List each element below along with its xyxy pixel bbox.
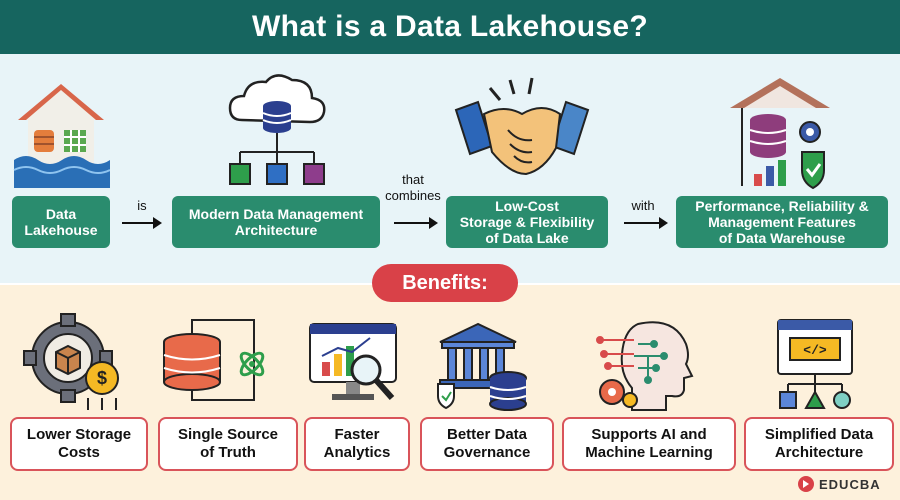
benefit-label: Simplified Data Architecture: [764, 426, 874, 461]
architecture-icon: </>: [777, 319, 853, 409]
benefit-label: Single Source of Truth: [177, 426, 279, 461]
analytics-monitor-icon: [309, 323, 397, 400]
data-warehouse-icon: [730, 78, 830, 190]
benefit-label: Faster Analytics: [323, 426, 391, 461]
benefit-lower-storage-costs: Lower Storage Costs: [10, 417, 148, 471]
flow-node-label: Modern Data Management Architecture: [188, 206, 364, 238]
benefit-label: Better Data Governance: [443, 426, 531, 461]
ai-head-icon: [596, 321, 694, 411]
brand-name: EDUCBA: [819, 476, 881, 492]
flow-node-data-warehouse: Performance, Reliability & Management Fe…: [676, 196, 888, 248]
single-source-icon: [163, 319, 265, 401]
svg-text:$: $: [97, 368, 107, 388]
benefit-faster-analytics: Faster Analytics: [304, 417, 410, 471]
flow-node-modern-architecture: Modern Data Management Architecture: [172, 196, 380, 248]
arrow-right-icon: [624, 217, 668, 229]
educba-logo-icon: [798, 476, 814, 492]
title-bar: What is a Data Lakehouse?: [0, 0, 900, 54]
benefit-ai-ml: Supports AI and Machine Learning: [562, 417, 736, 471]
svg-text:</>: </>: [803, 343, 827, 358]
benefits-heading: Benefits:: [372, 264, 518, 302]
benefit-label: Supports AI and Machine Learning: [585, 426, 713, 461]
connector-label-is: is: [137, 198, 147, 213]
page-title: What is a Data Lakehouse?: [252, 10, 648, 43]
flow-node-data-lakehouse: Data Lakehouse: [12, 196, 110, 248]
lakehouse-icon: [13, 84, 110, 188]
flow-node-label: Performance, Reliability & Management Fe…: [695, 198, 869, 246]
flow-node-label: Data Lakehouse: [24, 206, 98, 238]
educba-logo: EDUCBA: [797, 475, 881, 493]
cost-gear-icon: $: [23, 313, 119, 410]
connector-label-combines: that combines: [385, 172, 441, 203]
handshake-icon: [454, 77, 590, 176]
flow-node-data-lake: Low-Cost Storage & Flexibility of Data L…: [446, 196, 608, 248]
arrow-right-icon: [394, 217, 438, 229]
benefit-single-source: Single Source of Truth: [158, 417, 298, 471]
connector-label-with: with: [631, 198, 655, 213]
benefit-data-governance: Better Data Governance: [420, 417, 554, 471]
benefit-simplified-architecture: Simplified Data Architecture: [744, 417, 894, 471]
flow-node-label: Low-Cost Storage & Flexibility of Data L…: [459, 198, 595, 246]
cloud-database-icon: [228, 74, 326, 185]
benefit-label: Lower Storage Costs: [26, 426, 132, 461]
governance-bank-icon: [437, 322, 527, 411]
arrow-right-icon: [122, 217, 162, 229]
